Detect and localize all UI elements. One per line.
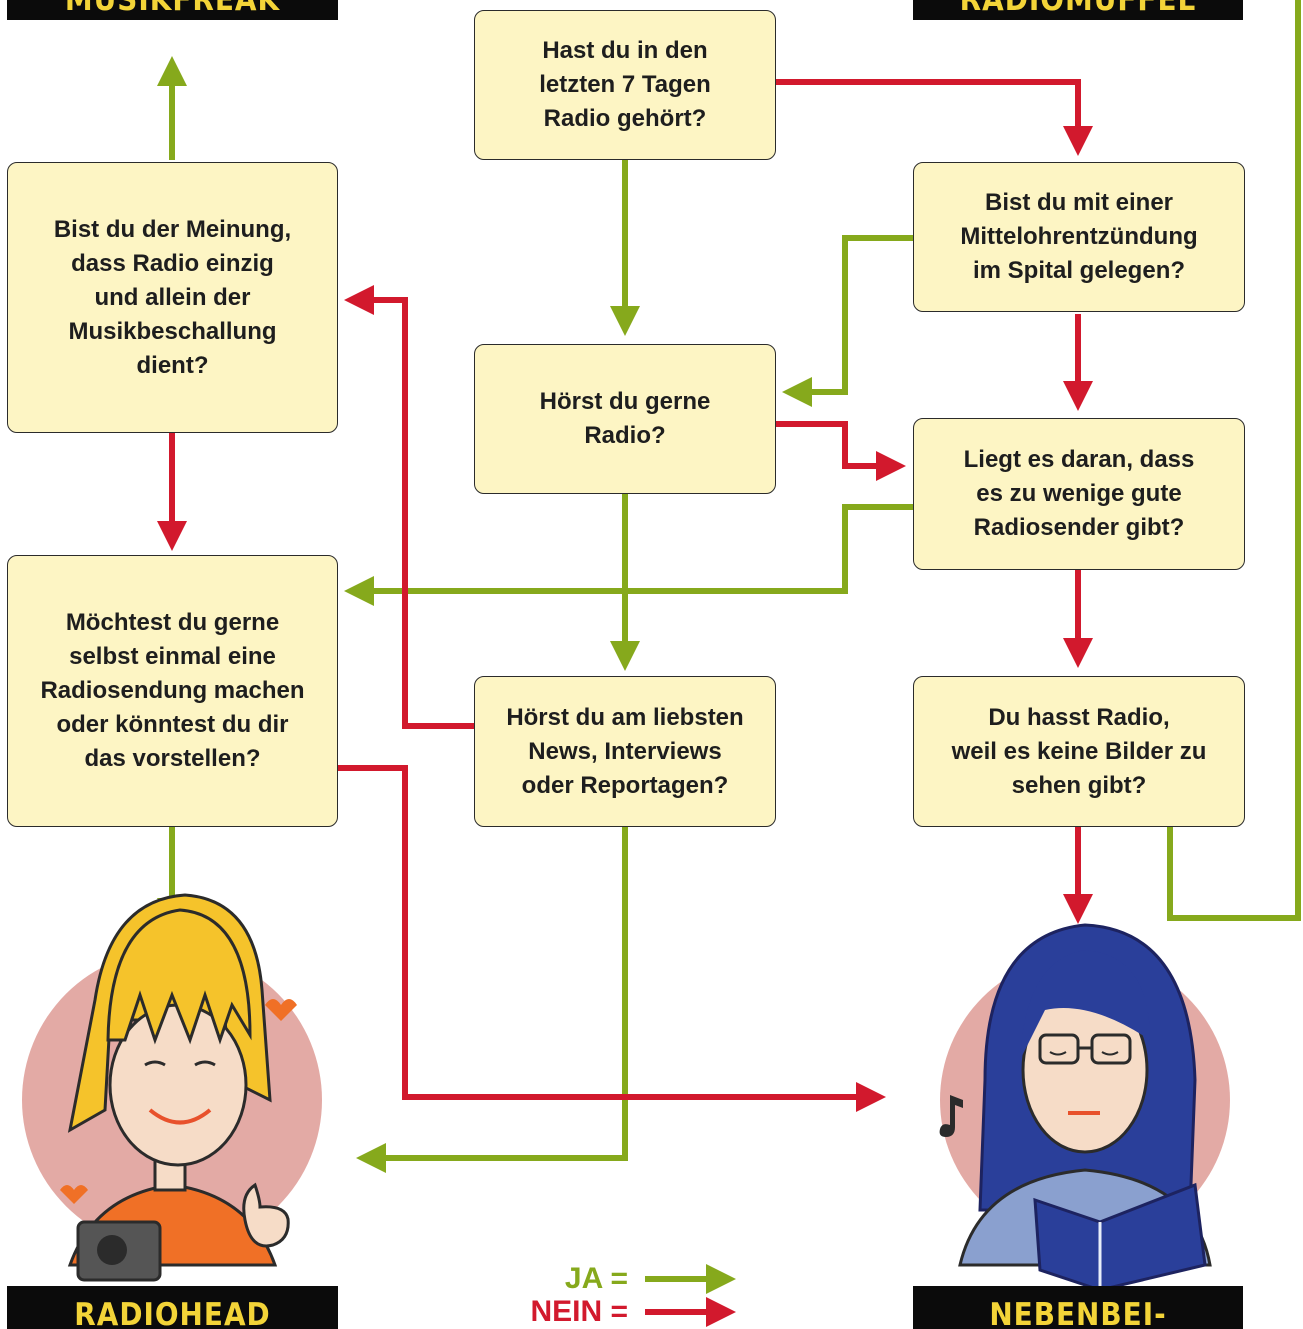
arrow-q7-to-q5 [344,285,474,729]
question-text: Hast du in den letzten 7 Tagen Radio geh… [539,37,711,132]
arrow-q1-to-q2 [776,79,1093,156]
arrow-q3-to-q4 [776,421,906,481]
question-text: Möchtest du gerne selbst einmal eine Rad… [40,609,305,772]
question-hate-radio-no-pictures: Du hasst Radio, weil es keine Bilder zu … [913,676,1245,827]
question-radio-last-7-days: Hast du in den letzten 7 Tagen Radio geh… [474,10,776,160]
banner-radiomuffel-label: RADIOMUFFEL [959,0,1197,18]
question-text: Liegt es daran, dass es zu wenige gute R… [963,446,1195,541]
arrow-q6-to-nebenbei [338,765,886,1112]
banner-musikfreak: MUSIKFREAK [7,0,338,20]
banner-musikfreak-label: MUSIKFREAK [64,0,281,18]
question-radio-only-music: Bist du der Meinung, dass Radio einzig u… [7,162,338,433]
banner-nebenbei-hoerer-label: NEBENBEI-HÖRER/IN [989,1297,1167,1329]
banner-radiohead-label: RADIOHEAD [74,1297,271,1329]
arrow-q8-to-radiomuffel [1167,0,1301,921]
question-text: Du hasst Radio, weil es keine Bilder zu … [951,703,1207,799]
question-text: Bist du mit einer Mittelohrentzündung im… [960,189,1198,284]
banner-radiohead: RADIOHEAD [7,1286,338,1329]
legend-arrows [645,1264,736,1327]
arrow-q4-to-q6 [344,504,913,606]
legend-no-label: NEIN = [530,1295,628,1328]
arrow-q7-to-radiohead [356,827,628,1173]
question-make-radio-show: Möchtest du gerne selbst einmal eine Rad… [7,555,338,827]
question-text: Hörst du gerne Radio? [539,388,711,449]
question-like-radio: Hörst du gerne Radio? [474,344,776,494]
legend-yes-label: JA = [564,1262,628,1295]
arrow-q2-to-q3 [782,235,913,407]
question-text: Bist du der Meinung, dass Radio einzig u… [53,215,292,379]
question-text: Hörst du am liebsten News, Interviews od… [506,703,744,799]
question-news-interviews-reports: Hörst du am liebsten News, Interviews od… [474,676,776,827]
banner-radiomuffel: RADIOMUFFEL [913,0,1243,20]
radiohead-girl-illustration [22,893,322,1282]
question-ear-infection-hospital: Bist du mit einer Mittelohrentzündung im… [913,162,1245,312]
question-too-few-stations: Liegt es daran, dass es zu wenige gute R… [913,418,1245,570]
nebenbei-woman-illustration [939,923,1230,1292]
banner-nebenbei-hoerer: NEBENBEI-HÖRER/IN [913,1286,1243,1329]
